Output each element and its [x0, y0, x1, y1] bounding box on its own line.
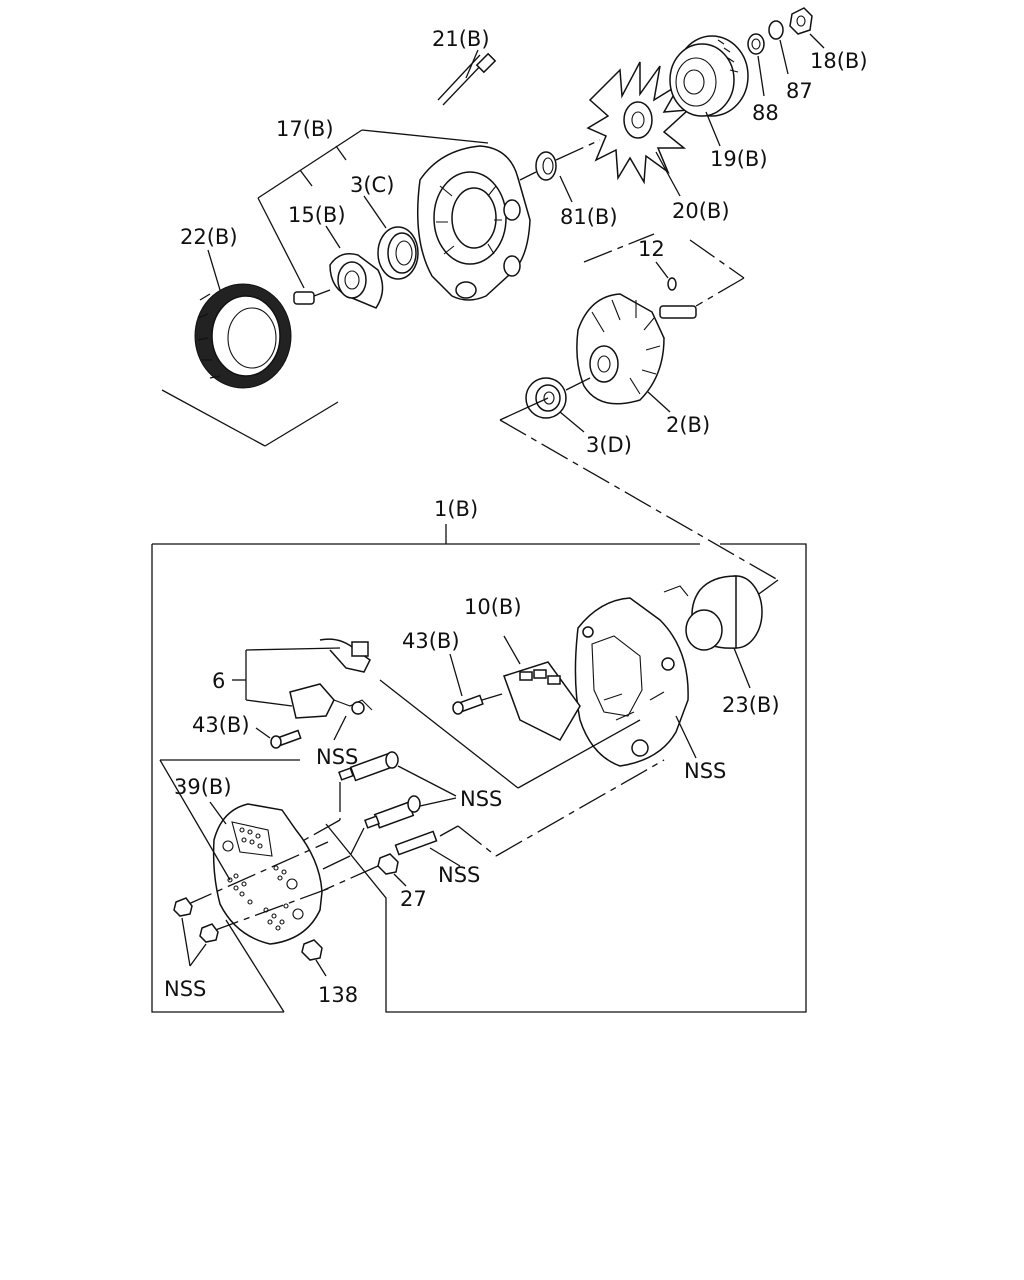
stator-22b — [194, 249, 292, 389]
label-43b-top: 43(B) — [402, 629, 460, 653]
washer-88 — [747, 33, 765, 97]
nut-18b — [789, 7, 825, 49]
screw-43b-left — [255, 727, 302, 749]
nut-nss-lower — [199, 923, 219, 943]
label-nss-stud: NSS — [438, 863, 480, 887]
label-19b: 19(B) — [710, 147, 768, 171]
leader-nss-reg — [333, 715, 347, 741]
label-43b-left: 43(B) — [192, 713, 250, 737]
guide-rotor — [499, 397, 779, 597]
label-10b: 10(B) — [464, 595, 522, 619]
label-3c: 3(C) — [350, 173, 394, 197]
guide-cover — [183, 841, 331, 933]
label-87: 87 — [786, 79, 813, 103]
spacer-81b — [519, 139, 601, 203]
label-15b: 15(B) — [288, 203, 346, 227]
guide-regulator — [379, 679, 641, 789]
label-138: 138 — [318, 983, 358, 1007]
fan-20b — [586, 61, 691, 197]
label-17b: 17(B) — [276, 117, 334, 141]
nut-138 — [301, 939, 327, 977]
label-18b: 18(B) — [810, 49, 868, 73]
rotor-2b — [576, 293, 697, 413]
label-nss-nuts: NSS — [164, 977, 206, 1001]
terminal-stud-lower — [364, 795, 421, 829]
label-nss-rear-frame: NSS — [684, 759, 726, 783]
label-nss-studs: NSS — [460, 787, 502, 811]
cover-23b — [663, 575, 763, 689]
drive-end-frame — [416, 145, 531, 301]
nut-nss-upper — [173, 897, 193, 917]
guide-terminals — [289, 782, 365, 881]
guide-22b — [161, 389, 339, 447]
washer-87 — [768, 20, 789, 75]
bearing-3d — [525, 377, 591, 433]
label-2b: 2(B) — [666, 413, 710, 437]
label-21b: 21(B) — [432, 27, 490, 51]
stud-nss — [394, 759, 665, 867]
label-39b: 39(B) — [174, 775, 232, 799]
bearing-3c — [363, 195, 419, 280]
guide-12 — [583, 233, 745, 307]
pulley-19b — [669, 35, 749, 147]
assembly-frame-1b — [151, 543, 807, 1013]
leader-nss-nuts — [181, 917, 207, 967]
label-81b: 81(B) — [560, 205, 618, 229]
label-12: 12 — [638, 237, 665, 261]
key-12 — [655, 261, 677, 291]
through-bolt-21b — [437, 49, 497, 106]
brush-holder-10b — [503, 635, 581, 741]
rear-cover-39b — [209, 801, 323, 945]
nut-27 — [323, 853, 407, 891]
label-88: 88 — [752, 101, 779, 125]
label-22b: 22(B) — [180, 225, 238, 249]
regulator-6 — [289, 638, 373, 719]
rear-frame — [574, 597, 697, 767]
leader-17b — [257, 129, 489, 289]
leader-nss-mid — [397, 765, 457, 807]
label-nss-regulator: NSS — [316, 745, 358, 769]
label-23b: 23(B) — [722, 693, 780, 717]
screw-43b-top — [449, 653, 503, 715]
label-27: 27 — [400, 887, 427, 911]
retainer-plate-15b — [293, 225, 384, 309]
label-6: 6 — [212, 669, 225, 693]
label-1b: 1(B) — [434, 497, 478, 521]
guide-box-left — [159, 759, 285, 1013]
leader-6 — [232, 647, 341, 707]
label-20b: 20(B) — [672, 199, 730, 223]
terminal-stud-upper — [338, 751, 399, 782]
label-3d: 3(D) — [586, 433, 632, 457]
